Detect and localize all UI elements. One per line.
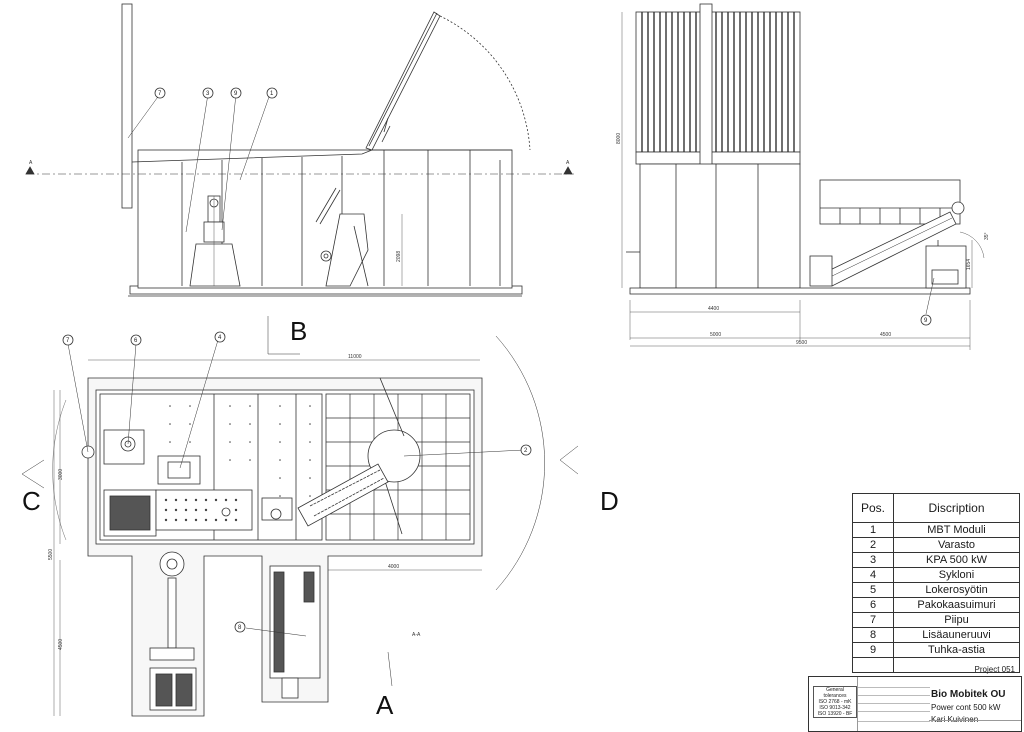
callout-3: 3: [206, 91, 210, 97]
row-desc: [893, 657, 1020, 673]
row-pos: 3: [852, 552, 894, 568]
project-number: Project 051: [974, 665, 1015, 674]
callout-7: 7: [158, 91, 162, 97]
callout-7-plan: 7: [66, 338, 70, 344]
callout-6: 6: [134, 338, 138, 344]
dim-overall-length: 11000: [348, 354, 362, 360]
row-pos: 6: [852, 597, 894, 613]
dim-angle: 35°: [984, 232, 990, 240]
std-line: General tolerances: [823, 687, 847, 699]
std-line: ISO 13920 - BF: [817, 711, 853, 717]
dim-conveyor-height: 1654: [966, 259, 972, 270]
callout-4: 4: [218, 335, 222, 341]
title-grid: [857, 677, 930, 731]
dim-plan-right: 4000: [388, 564, 399, 570]
plan-view: 11000: [21, 316, 579, 717]
dim-side-w1: 4400: [708, 306, 719, 312]
company-name: Bio Mobitek OU: [931, 689, 1006, 700]
row-pos: [852, 657, 894, 673]
dim-side-total: 9500: [796, 340, 807, 346]
view-letter-a: A: [376, 690, 394, 720]
tolerance-standards: General tolerances ISO 2768 - mK ISO 901…: [813, 686, 857, 718]
side-elevation-view: 2098: [25, 3, 574, 297]
row-pos: 8: [852, 627, 894, 643]
dim-hopper-height: 2098: [396, 251, 402, 262]
row-pos: 9: [852, 642, 894, 658]
std-line: ISO 9013-342: [819, 705, 851, 711]
callout-2: 2: [524, 448, 528, 454]
title-block: Project 051 General tolerances ISO 2768 …: [808, 665, 1022, 732]
dim-plan-left: 3000: [58, 469, 64, 480]
row-pos: 4: [852, 567, 894, 583]
row-desc: KPA 500 kW: [893, 552, 1020, 568]
callout-1: 1: [270, 91, 274, 97]
row-desc: Pakokaasuimuri: [893, 597, 1020, 613]
header-description: Discription: [893, 493, 1020, 523]
table-row-empty: [852, 657, 1020, 673]
callout-9-end: 9: [924, 318, 928, 324]
dim-side-w3: 4500: [880, 332, 891, 338]
end-elevation-view: 4400 5000 4500 9500 8000 1654 35° 9: [616, 3, 990, 350]
parts-table-header: Pos. Discription: [852, 493, 1020, 523]
header-pos: Pos.: [852, 493, 894, 523]
row-desc: Lisäauneruuvi: [893, 627, 1020, 643]
row-pos: 1: [852, 522, 894, 538]
callout-8: 8: [238, 625, 242, 631]
dim-plan-left2: 5500: [48, 549, 54, 560]
row-desc: Lokerosyötin: [893, 582, 1020, 598]
dim-plan-left3: 4500: [58, 639, 64, 650]
row-pos: 2: [852, 537, 894, 553]
callouts-side-view: 7 3 9 1: [154, 87, 278, 99]
view-letter-c: C: [22, 486, 41, 516]
std-line: ISO 2768 - mK: [818, 699, 852, 705]
callout-9-side: 9: [234, 91, 238, 97]
section-mark-left: A: [29, 160, 33, 166]
drawing-description: Power cont 500 kW: [931, 703, 1001, 712]
row-pos: 7: [852, 612, 894, 628]
dim-side-w2: 5000: [710, 332, 721, 338]
dim-height: 8000: [616, 133, 622, 144]
view-letter-b: B: [290, 316, 308, 346]
view-letter-d: D: [600, 486, 619, 516]
row-desc: Piipu: [893, 612, 1020, 628]
row-desc: Sykloni: [893, 567, 1020, 583]
row-pos: 5: [852, 582, 894, 598]
row-desc: MBT Moduli: [893, 522, 1020, 538]
row-desc: Tuhka-astia: [893, 642, 1020, 658]
author-name: Kari Kuivinen: [931, 715, 979, 724]
section-label: A-A: [412, 632, 421, 638]
section-mark-right: A: [566, 160, 570, 166]
row-desc: Varasto: [893, 537, 1020, 553]
callouts-plan-view: 7 6 4 2 8: [62, 331, 532, 633]
title-bottom-row: [929, 720, 1021, 731]
